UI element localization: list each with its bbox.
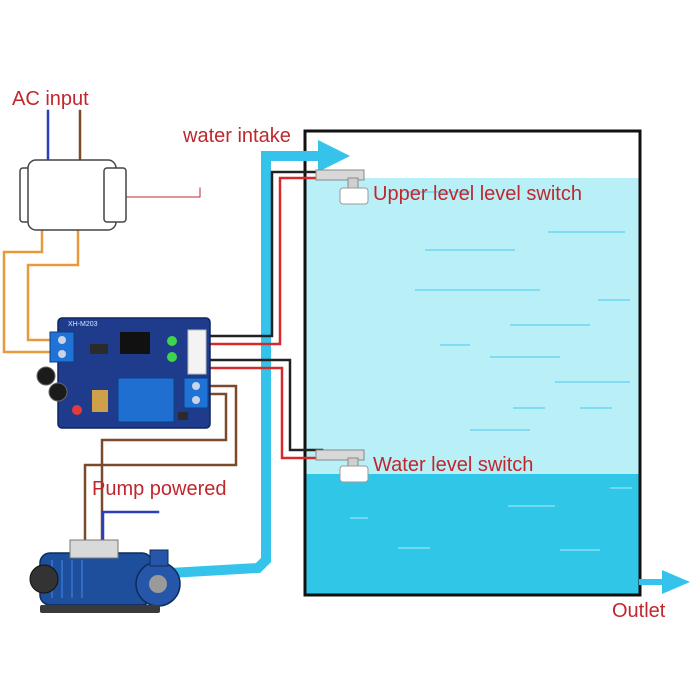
water-ripples-lower <box>350 487 632 551</box>
sensor-connector <box>187 329 207 375</box>
dc-wire-1 <box>2 220 60 354</box>
upper-switch-label: Upper level level switch <box>373 183 582 205</box>
power-led-red <box>72 405 82 415</box>
water-ripples <box>405 191 630 431</box>
pump-wire-brown <box>83 384 238 547</box>
upper-switch-wire-black <box>203 170 322 338</box>
dc-wire-2 <box>26 220 80 342</box>
ac-input-label: AC input <box>12 88 89 110</box>
pump-wire-brown-2 <box>100 392 228 547</box>
lower-switch-wire-black <box>203 358 324 452</box>
wiring <box>2 109 324 547</box>
lower-switch-wire-red <box>203 366 324 460</box>
controller-board-circuit-board-icon: XH-M203 <box>36 317 211 429</box>
water-lower-zone <box>306 474 639 594</box>
outlet-label: Outlet <box>612 600 666 622</box>
lower-float-switch-icon <box>315 449 369 483</box>
water-pump-icon <box>29 539 181 613</box>
power-supply-transformer-icon <box>19 159 127 231</box>
lower-switch-label: Water level switch <box>373 454 533 476</box>
water-tank <box>303 129 642 597</box>
pump-wire-blue <box>101 510 160 547</box>
relay <box>117 377 175 423</box>
water-intake-label: water intake <box>182 125 291 147</box>
intake-arrow-icon <box>318 140 350 172</box>
status-led-green-2 <box>167 352 177 362</box>
upper-float-switch-icon <box>315 169 369 205</box>
water-pipe <box>169 140 690 594</box>
water-upper-zone <box>306 178 639 474</box>
tank-wall <box>303 129 642 597</box>
outlet-arrow-icon <box>662 570 690 594</box>
controller-chip <box>120 332 150 354</box>
upper-switch-wire-red <box>203 176 322 346</box>
status-led-green <box>167 336 177 346</box>
pump-powered-label: Pump powered <box>92 478 227 500</box>
board-model-text: XH-M203 <box>68 321 98 328</box>
